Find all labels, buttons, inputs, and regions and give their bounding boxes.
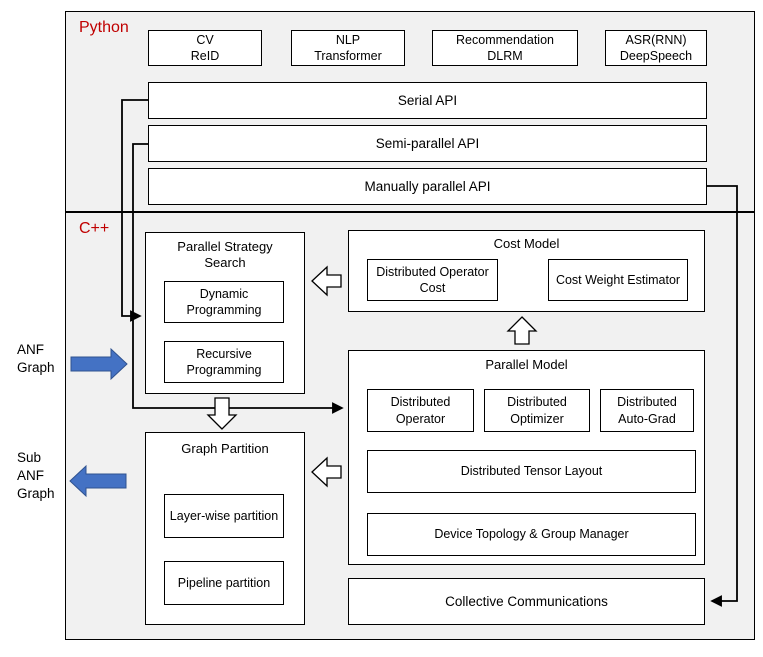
app-box-line: CV xyxy=(196,32,214,47)
sub-anf-graph-line: ANF xyxy=(17,468,44,484)
distributed-auto-grad-box: Distributed Auto-Grad xyxy=(600,389,694,432)
recursive-programming-label: Recursive Programming xyxy=(186,346,262,377)
semi-parallel-api-bar: Semi-parallel API xyxy=(148,125,707,162)
cost-weight-estimator-label: Cost Weight Estimator xyxy=(555,272,681,287)
distributed-optimizer-label: Distributed Optimizer xyxy=(507,395,567,426)
pipeline-partition-box: Pipeline partition xyxy=(164,561,284,605)
cost-model-box: Cost Model Distributed Operator Cost Cos… xyxy=(348,230,705,312)
collective-communications-label: Collective Communications xyxy=(445,593,608,609)
cpp-section-label: C++ xyxy=(79,220,110,237)
distributed-auto-grad-label: Distributed Auto-Grad xyxy=(617,395,677,426)
distributed-tensor-layout-label: Distributed Tensor Layout xyxy=(460,464,603,479)
distributed-optimizer-box: Distributed Optimizer xyxy=(484,389,590,432)
app-box-asr-deepspeech: ASR(RNN) DeepSpeech xyxy=(605,30,707,66)
serial-api-label: Serial API xyxy=(397,92,458,108)
sub-anf-graph-label: Sub ANF Graph xyxy=(17,449,55,504)
recursive-programming-box: Recursive Programming xyxy=(164,341,284,383)
device-topology-group-manager-box: Device Topology & Group Manager xyxy=(367,513,696,556)
anf-graph-label: ANF Graph xyxy=(17,341,55,377)
app-box-line: Transformer xyxy=(314,49,382,63)
graph-partition-box: Graph Partition Layer-wise partition Pip… xyxy=(145,432,305,625)
pipeline-partition-label: Pipeline partition xyxy=(177,575,271,590)
distributed-operator-label: Distributed Operator xyxy=(390,395,451,426)
dynamic-programming-box: Dynamic Programming xyxy=(164,281,284,323)
anf-graph-line: Graph xyxy=(17,360,55,376)
app-box-line: ReID xyxy=(190,49,220,63)
distributed-operator-cost-box: Distributed Operator Cost xyxy=(367,259,498,301)
app-box-cv-reid: CV ReID xyxy=(148,30,262,66)
cost-model-title: Cost Model xyxy=(493,236,560,251)
python-section-label: Python xyxy=(79,19,129,36)
app-box-line: Recommendation xyxy=(456,32,554,47)
distributed-operator-box: Distributed Operator xyxy=(367,389,474,432)
parallel-strategy-search-title: Parallel Strategy Search xyxy=(177,239,273,271)
app-box-line: DeepSpeech xyxy=(619,49,693,63)
cost-weight-estimator-box: Cost Weight Estimator xyxy=(548,259,688,301)
app-box-line: ASR(RNN) xyxy=(625,32,687,47)
serial-api-bar: Serial API xyxy=(148,82,707,119)
distributed-operator-cost-label: Distributed Operator Cost xyxy=(376,264,489,295)
app-box-line: DLRM xyxy=(487,49,523,63)
semi-parallel-api-label: Semi-parallel API xyxy=(375,135,480,151)
manually-parallel-api-bar: Manually parallel API xyxy=(148,168,707,205)
app-box-nlp-transformer: NLP Transformer xyxy=(291,30,405,66)
dynamic-programming-label: Dynamic Programming xyxy=(186,286,262,317)
layer-wise-partition-box: Layer-wise partition xyxy=(164,494,284,538)
sub-anf-graph-line: Sub xyxy=(17,450,42,465)
device-topology-group-manager-label: Device Topology & Group Manager xyxy=(434,527,629,542)
parallel-strategy-search-box: Parallel Strategy Search Dynamic Program… xyxy=(145,232,305,394)
collective-communications-bar: Collective Communications xyxy=(348,578,705,625)
app-box-recommendation-dlrm: Recommendation DLRM xyxy=(432,30,578,66)
layer-wise-partition-label: Layer-wise partition xyxy=(169,508,279,523)
anf-graph-line: ANF xyxy=(17,342,44,357)
graph-partition-title: Graph Partition xyxy=(181,441,269,456)
distributed-tensor-layout-box: Distributed Tensor Layout xyxy=(367,450,696,493)
parallel-model-title: Parallel Model xyxy=(485,357,568,372)
manually-parallel-api-label: Manually parallel API xyxy=(364,178,491,194)
app-box-line: NLP xyxy=(335,32,361,47)
parallel-model-box: Parallel Model Distributed Operator Dist… xyxy=(348,350,705,565)
sub-anf-graph-line: Graph xyxy=(17,486,55,502)
